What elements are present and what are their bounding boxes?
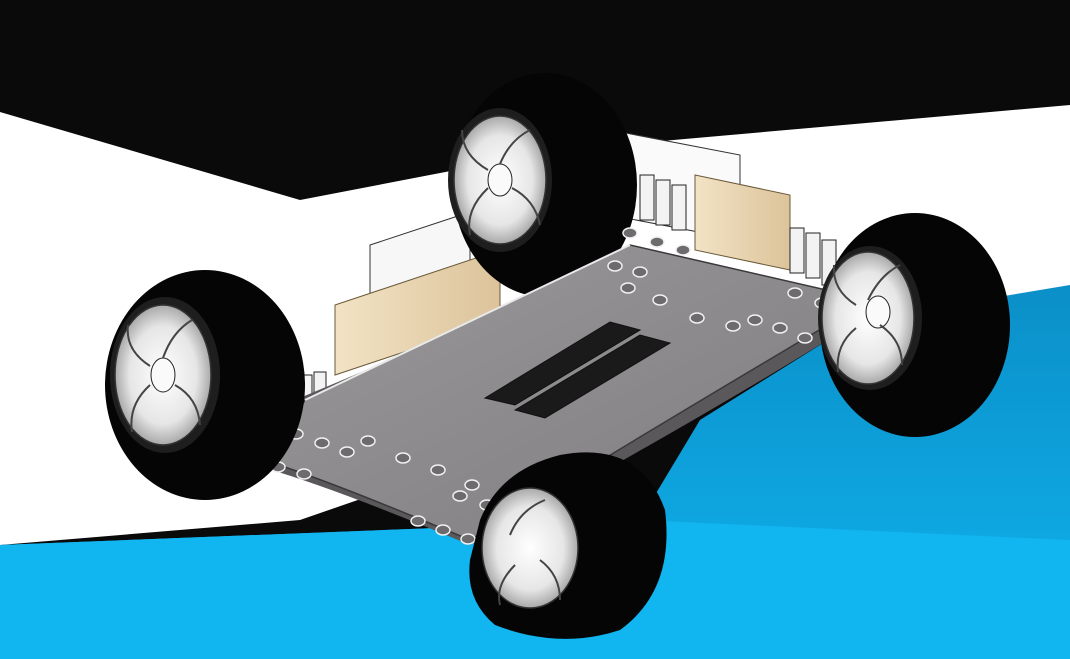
rim-front-right [481, 487, 579, 609]
wheel-rear-right [818, 213, 1010, 437]
plate-slot-right [513, 334, 672, 419]
wheel-front-left [105, 270, 305, 500]
plate-slot-left [483, 321, 642, 406]
wheel-rear-left [448, 73, 637, 297]
wheel-front-right [469, 452, 667, 639]
